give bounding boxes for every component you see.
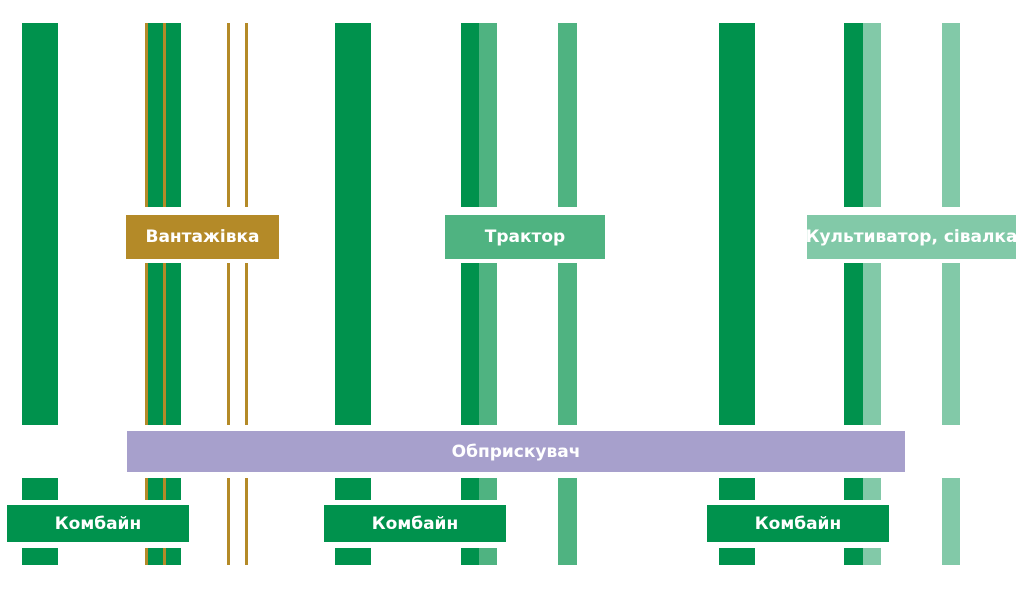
tractor-label: Трактор bbox=[445, 215, 605, 259]
combine-track bbox=[335, 23, 371, 565]
combine-track bbox=[719, 23, 755, 565]
truck-track bbox=[163, 23, 166, 565]
truck-label: Вантажівка bbox=[126, 215, 279, 259]
combine-track bbox=[22, 23, 58, 565]
combine-label: Комбайн bbox=[707, 505, 889, 542]
truck-track bbox=[245, 23, 248, 565]
combine-label: Комбайн bbox=[7, 505, 189, 542]
cultivator-track bbox=[942, 23, 960, 565]
tractor-track bbox=[558, 23, 577, 565]
cultivator-seeder-label: Культиватор, сівалка bbox=[806, 215, 1017, 259]
tractor-track bbox=[479, 23, 497, 565]
sprayer-label: Обприскувач bbox=[127, 431, 905, 472]
truck-track bbox=[145, 23, 148, 565]
cultivator-track bbox=[863, 23, 881, 565]
combine-label: Комбайн bbox=[324, 505, 506, 542]
truck-track bbox=[227, 23, 230, 565]
